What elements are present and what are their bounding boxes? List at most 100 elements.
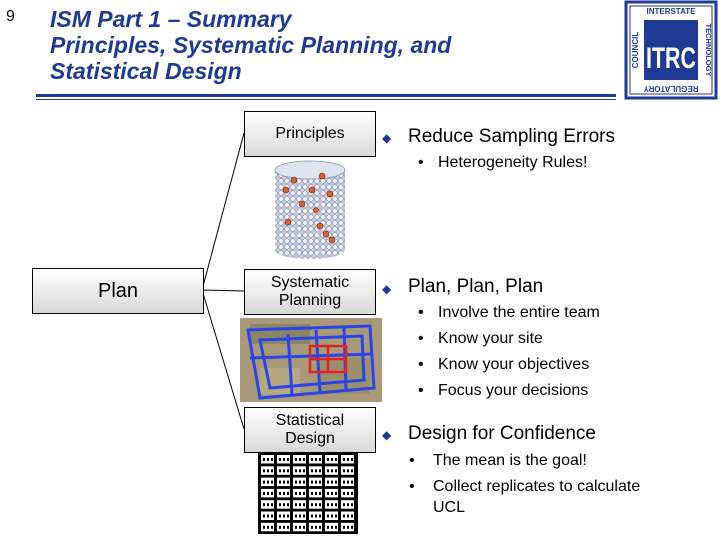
grid-sample-mark: [279, 491, 281, 495]
grid-sample-mark: [287, 458, 289, 461]
grid-sample-mark: [299, 525, 301, 529]
plan-box: Plan: [32, 268, 204, 314]
logo-left-text: COUNCIL: [631, 32, 640, 69]
grid-sample-mark: [271, 458, 273, 461]
grid-sample-mark: [331, 480, 333, 484]
grid-sample-mark: [287, 503, 289, 507]
grid-sample-mark: [271, 503, 273, 507]
grid-sample-mark: [351, 469, 353, 473]
grid-sample-mark: [271, 491, 273, 495]
sub-bullet-text: Focus your decisions: [438, 382, 589, 399]
grid-sample-mark: [343, 480, 345, 484]
grid-sample-mark: [263, 469, 265, 473]
grid-sample-mark: [279, 458, 281, 461]
systematic-line-2: Planning: [278, 292, 342, 309]
grid-sample-mark: [331, 503, 333, 507]
sub-bullet-item: •Know your objectives: [418, 356, 590, 373]
grid-sample-mark: [287, 514, 289, 518]
grid-sample-mark: [299, 491, 301, 495]
grid-sample-mark: [351, 525, 353, 529]
diamond-bullet-icon: ◆: [382, 131, 392, 145]
heterogeneity-cylinder-image: [274, 160, 346, 259]
grid-sample-mark: [267, 480, 269, 484]
grid-sample-mark: [331, 458, 333, 461]
grid-sample-mark: [299, 469, 301, 473]
grid-sample-mark: [351, 491, 353, 495]
grid-sample-mark: [343, 491, 345, 495]
bullet-design-for-confidence: Design for Confidence: [408, 423, 596, 444]
grid-sample-mark: [295, 480, 297, 484]
grid-sample-mark: [319, 525, 321, 529]
grid-sample-mark: [299, 480, 301, 484]
grid-sample-mark: [311, 491, 313, 495]
grid-sample-mark: [295, 525, 297, 529]
grid-sample-mark: [299, 458, 301, 461]
grid-sample-mark: [271, 525, 273, 529]
grid-sample-mark: [279, 469, 281, 473]
grid-sample-mark: [331, 514, 333, 518]
title-line-1: ISM Part 1 – Summary: [50, 6, 292, 32]
grid-sample-mark: [303, 525, 305, 529]
grid-sample-mark: [267, 525, 269, 529]
grid-sample-mark: [347, 525, 349, 529]
diamond-bullet-icon: ◆: [382, 282, 392, 296]
sub-bullet-item: •Heterogeneity Rules!: [418, 154, 588, 171]
grid-sample-mark: [267, 503, 269, 507]
grid-sample-mark: [303, 480, 305, 484]
grid-sample-mark: [343, 514, 345, 518]
logo-bottom-text: REGULATORY: [643, 84, 699, 93]
grid-sample-mark: [267, 458, 269, 461]
grid-sample-mark: [351, 480, 353, 484]
grid-sample-mark: [283, 525, 285, 529]
grid-sample-mark: [303, 458, 305, 461]
slide-title: ISM Part 1 – Summary Principles, Systema…: [50, 6, 610, 84]
bullet-reduce-sampling-errors: Reduce Sampling Errors: [408, 126, 615, 147]
grid-sample-mark: [315, 491, 317, 495]
diamond-bullet-icon: ◆: [382, 428, 392, 442]
sub-bullet-item: •The mean is the goal!: [409, 452, 587, 469]
grid-sample-mark: [295, 514, 297, 518]
sub-bullet-text: Know your objectives: [438, 356, 590, 373]
grid-sample-mark: [343, 469, 345, 473]
grid-sample-mark: [327, 458, 329, 461]
sub-bullet-item: •Collect replicates to calculate: [409, 478, 641, 495]
grid-sample-mark: [299, 503, 301, 507]
systematic-line-1: Systematic: [270, 274, 350, 291]
grid-sample-mark: [347, 514, 349, 518]
grid-sample-mark: [283, 458, 285, 461]
grid-sample-mark: [315, 514, 317, 518]
principles-box: Principles: [244, 111, 376, 157]
grid-sample-mark: [311, 525, 313, 529]
sub-bullet-text: The mean is the goal!: [433, 452, 587, 469]
grid-sample-mark: [331, 491, 333, 495]
title-line-2: Principles, Systematic Planning, and: [50, 32, 452, 58]
grid-sample-mark: [343, 458, 345, 461]
grid-sample-mark: [295, 491, 297, 495]
grid-sample-mark: [343, 503, 345, 507]
title-divider-thin: [36, 99, 616, 100]
grid-sample-mark: [263, 503, 265, 507]
grid-sample-mark: [279, 525, 281, 529]
grid-sample-mark: [335, 480, 337, 484]
sub-bullet-text: Collect replicates to calculate: [433, 478, 641, 495]
grid-sample-mark: [271, 480, 273, 484]
grid-sample-mark: [287, 491, 289, 495]
grid-sample-mark: [327, 469, 329, 473]
grid-sample-mark: [263, 514, 265, 518]
grid-sample-mark: [315, 469, 317, 473]
sub-bullet-continuation: UCL: [433, 499, 466, 516]
grid-sample-mark: [279, 480, 281, 484]
grid-sample-mark: [347, 469, 349, 473]
grid-sample-mark: [319, 458, 321, 461]
grid-sample-mark: [315, 458, 317, 461]
grid-sample-mark: [279, 503, 281, 507]
sub-bullet-text: Involve the entire team: [438, 304, 600, 321]
grid-sample-mark: [279, 514, 281, 518]
logo-center-text: ITRC: [646, 42, 696, 75]
grid-sample-mark: [335, 469, 337, 473]
itrc-logo: INTERSTATE REGULATORY COUNCIL TECHNOLOGY…: [624, 0, 718, 100]
grid-sample-mark: [303, 503, 305, 507]
grid-sample-mark: [319, 503, 321, 507]
